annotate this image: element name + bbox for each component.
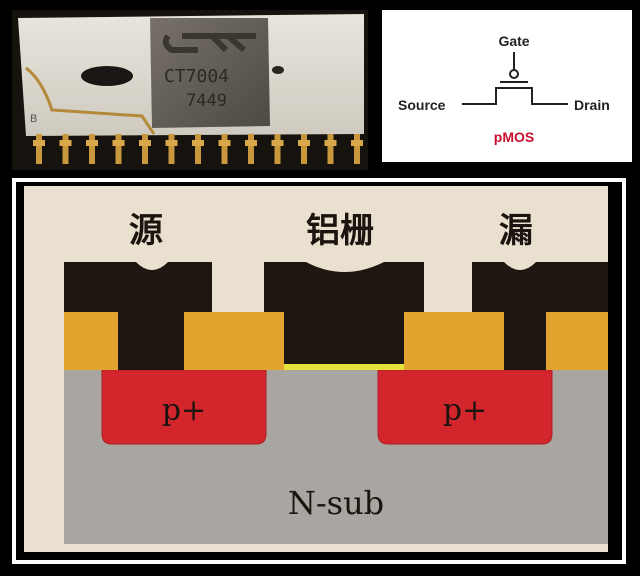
pmos-symbol: Gate Source Drain pMOS	[384, 12, 630, 160]
chip-pin	[142, 134, 148, 164]
pmos-label: pMOS	[494, 129, 534, 145]
gate-label-cn: 铝栅	[306, 211, 374, 251]
chip-pin	[354, 134, 360, 164]
gate-metal	[264, 262, 424, 364]
cross-section-frame: 源 铝栅 漏 p+ p+ N-sub	[16, 182, 622, 560]
chip-pin-shoulder	[272, 140, 284, 146]
chip-pin	[328, 134, 334, 164]
chip-pin-shoulder	[60, 140, 72, 146]
p-plus-left-label: p+	[162, 393, 206, 428]
chip-pin	[301, 134, 307, 164]
part-number: CT7004	[164, 66, 229, 87]
cross-section-diagram: 源 铝栅 漏 p+ p+ N-sub	[16, 182, 622, 560]
chip-pin-shoulder	[298, 140, 310, 146]
chip-pin	[116, 134, 122, 164]
chip-pin-shoulder	[166, 140, 178, 146]
chip-pin	[89, 134, 95, 164]
chip-pin-shoulder	[325, 140, 337, 146]
chip-photo: CT7004 7449 B	[12, 10, 368, 170]
source-label: Source	[398, 97, 446, 113]
chip-pin-shoulder	[33, 140, 45, 146]
chip-pin-shoulder	[113, 140, 125, 146]
chip-pin	[275, 134, 281, 164]
pin1-marker: B	[30, 113, 37, 125]
chip-photo-panel: CT7004 7449 B	[12, 10, 368, 170]
oxide-block-2	[184, 312, 284, 370]
chip-pin	[169, 134, 175, 164]
p-plus-right-label: p+	[443, 393, 487, 428]
date-code: 7449	[186, 91, 227, 111]
chip-pin	[222, 134, 228, 164]
chip-pin-shoulder	[245, 140, 257, 146]
chip-pin-shoulder	[219, 140, 231, 146]
chip-pin	[248, 134, 254, 164]
chip-pin-shoulder	[139, 140, 151, 146]
oxide-block-4	[546, 312, 608, 370]
gate-label: Gate	[498, 33, 529, 49]
chip-pin	[36, 134, 42, 164]
drain-label: Drain	[574, 97, 610, 113]
oxide-block-3	[404, 312, 504, 370]
oxide-block-1	[64, 312, 118, 370]
chip-pin-shoulder	[351, 140, 363, 146]
oval-window	[81, 66, 133, 86]
chip-pin-shoulder	[192, 140, 204, 146]
chip-pin	[63, 134, 69, 164]
chip-pin-shoulder	[86, 140, 98, 146]
inversion-bubble-icon	[510, 70, 518, 78]
chip-pin	[195, 134, 201, 164]
source-label-cn: 源	[129, 211, 163, 251]
gate-oxide	[284, 364, 404, 370]
notch	[272, 66, 284, 74]
channel-line	[462, 88, 568, 104]
substrate-label: N-sub	[288, 484, 384, 522]
drain-label-cn: 漏	[499, 211, 533, 251]
pmos-symbol-panel: Gate Source Drain pMOS	[382, 10, 632, 162]
cross-section-panel: 源 铝栅 漏 p+ p+ N-sub	[12, 178, 626, 564]
